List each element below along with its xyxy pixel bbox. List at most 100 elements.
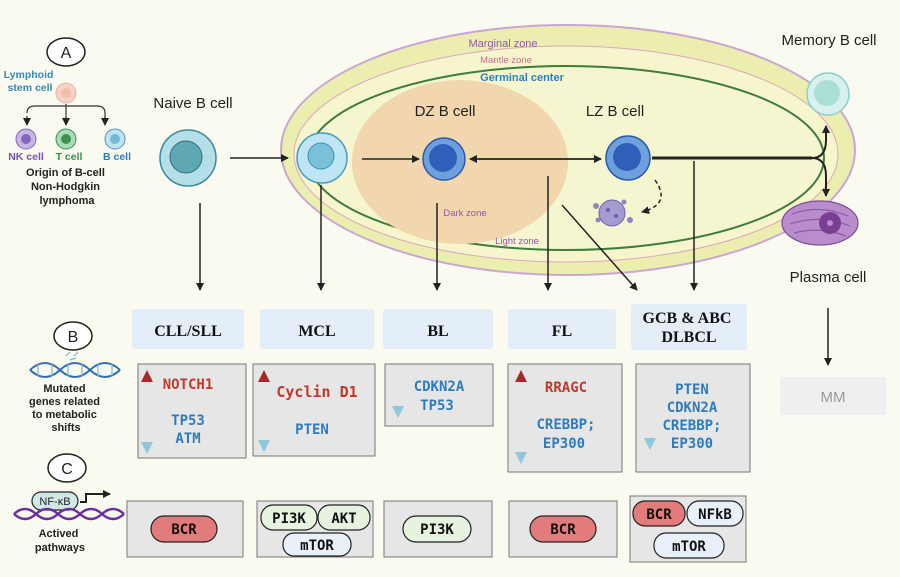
panel-c-badge <box>47 453 87 483</box>
down-gene: EP300 <box>543 436 585 452</box>
gene-box <box>137 363 247 459</box>
dna-strand-icon <box>13 507 125 521</box>
panel-b: B Mutated genes related to metabolic shi… <box>29 321 121 434</box>
b-cell-icon <box>104 128 126 150</box>
light-zone-label: Light zone <box>495 236 539 247</box>
arrow-lz-to-apoptosis <box>641 179 662 215</box>
column-mcl: MCL Cyclin D1 PTEN PI3K AKT mTOR <box>252 309 376 558</box>
pathway-pill-mtor <box>653 532 725 559</box>
pathway-pill-akt <box>317 504 371 531</box>
down-gene: ATM <box>175 431 200 447</box>
nfkb-tag-box <box>31 491 79 511</box>
header-box <box>132 309 244 349</box>
header-box <box>631 304 747 350</box>
pathway-pill-pi3k <box>260 504 318 531</box>
lz-b-cell <box>605 135 651 181</box>
panel-c-caption: Actived pathways <box>35 528 85 554</box>
arrow-to-plasma <box>811 157 830 197</box>
pathway-pill-pi3k <box>402 515 472 543</box>
naive-b-cell <box>159 129 217 187</box>
mm-box <box>780 377 886 415</box>
pathway-pill-bcr <box>150 515 218 543</box>
mutated-dna-icon <box>29 351 121 378</box>
pathway-label-pi3k: PI3K <box>272 511 306 527</box>
header-box <box>383 309 493 349</box>
germinal-center-label: Germinal center <box>480 72 564 84</box>
mantle-b-cell <box>296 132 348 184</box>
down-gene: CDKN2A <box>667 400 718 416</box>
up-gene: NOTCH1 <box>163 377 214 393</box>
column-bl: BL CDKN2A TP53 PI3K <box>383 309 494 558</box>
down-gene: PTEN <box>295 422 329 438</box>
pathway-pill-bcr <box>632 500 686 527</box>
panel-a-letter: A <box>61 45 72 62</box>
down-gene: EP300 <box>671 436 713 452</box>
pathway-pill-nfkb <box>686 500 744 527</box>
dark-zone-label: Dark zone <box>443 208 486 219</box>
pathway-pill-mtor <box>282 532 352 557</box>
column-fl: FL RRAGC CREBBP; EP300 BCR <box>507 309 623 558</box>
plasma-cell-label: Plasma cell <box>790 269 867 286</box>
down-gene: TP53 <box>171 413 205 429</box>
header-box <box>508 309 616 349</box>
column-dlbcl: GCB & ABC DLBCL PTEN CDKN2A CREBBP; EP30… <box>629 304 751 563</box>
column-mm: MM <box>780 377 886 415</box>
down-gene: CDKN2A <box>414 379 465 395</box>
memory-b-cell <box>806 72 850 116</box>
header-box <box>260 309 374 349</box>
nfkb-tag-label: NF-κB <box>39 496 70 508</box>
pathway-label-bcr: BCR <box>171 522 197 538</box>
pathway-label-mtor: mTOR <box>300 538 334 554</box>
column-cll-sll: CLL/SLL NOTCH1 TP53 ATM BCR <box>126 309 247 558</box>
apoptotic-cell-icon <box>593 199 633 227</box>
dz-b-cell-label: DZ B cell <box>415 103 476 120</box>
b-cell-label: B cell <box>103 151 131 163</box>
gene-box <box>252 363 376 457</box>
down-gene: TP53 <box>420 398 454 414</box>
naive-b-cell-label: Naive B cell <box>153 95 232 112</box>
gene-box <box>635 363 751 473</box>
header-label: CLL/SLL <box>154 323 222 340</box>
pathway-label-mtor: mTOR <box>672 539 706 555</box>
plasma-cell-icon <box>781 200 859 246</box>
t-cell-icon <box>55 128 77 150</box>
mm-label: MM <box>821 389 846 406</box>
t-cell-label: T cell <box>56 151 83 163</box>
down-gene: CREBBP; <box>536 417 595 433</box>
up-gene: RRAGC <box>545 380 587 396</box>
down-gene: CREBBP; <box>662 418 721 434</box>
origin-caption: Origin of B-cell Non-Hodgkin lymphoma <box>26 167 108 207</box>
header-label: MCL <box>298 323 335 340</box>
pathway-label-akt: AKT <box>331 511 356 527</box>
dz-b-cell <box>422 137 466 181</box>
pathway-label-nfkb: NFkB <box>698 507 732 523</box>
panel-c: C NF-κB Actived pathways <box>13 453 125 554</box>
pathway-label-bcr: BCR <box>550 522 576 538</box>
panel-a-badge <box>46 37 86 67</box>
lz-b-cell-label: LZ B cell <box>586 103 644 120</box>
down-gene: PTEN <box>675 382 709 398</box>
nk-cell-label: NK cell <box>8 151 44 163</box>
panel-c-letter: C <box>61 461 73 478</box>
mantle-zone-label: Mantle zone <box>480 55 532 66</box>
up-gene: Cyclin D1 <box>276 383 357 401</box>
pathway-label-bcr: BCR <box>646 507 672 523</box>
nk-cell-icon <box>15 128 37 150</box>
memory-b-cell-label: Memory B cell <box>781 32 876 49</box>
follicle: Marginal zone Mantle zone Germinal cente… <box>280 24 856 276</box>
arrow-to-dlbcl <box>561 204 638 291</box>
gene-box <box>384 363 494 427</box>
panel-a: A Lymphoid stem cell NK cell T cell B ce… <box>4 37 131 207</box>
pathway-pill-bcr <box>529 515 597 543</box>
header-label: FL <box>552 323 572 340</box>
transcription-arrow-icon <box>80 490 111 503</box>
stem-cell-label: Lymphoid stem cell <box>4 69 57 94</box>
panel-b-badge <box>53 321 93 351</box>
header-label: BL <box>427 323 448 340</box>
differentiation-arrows <box>196 125 832 366</box>
lymphoma-columns: CLL/SLL NOTCH1 TP53 ATM BCR MCL Cyclin D… <box>126 304 886 563</box>
panel-b-caption: Mutated genes related to metabolic shift… <box>29 383 103 434</box>
header-label: GCB & ABC DLBCL <box>643 310 736 346</box>
marginal-zone-label: Marginal zone <box>468 38 537 50</box>
